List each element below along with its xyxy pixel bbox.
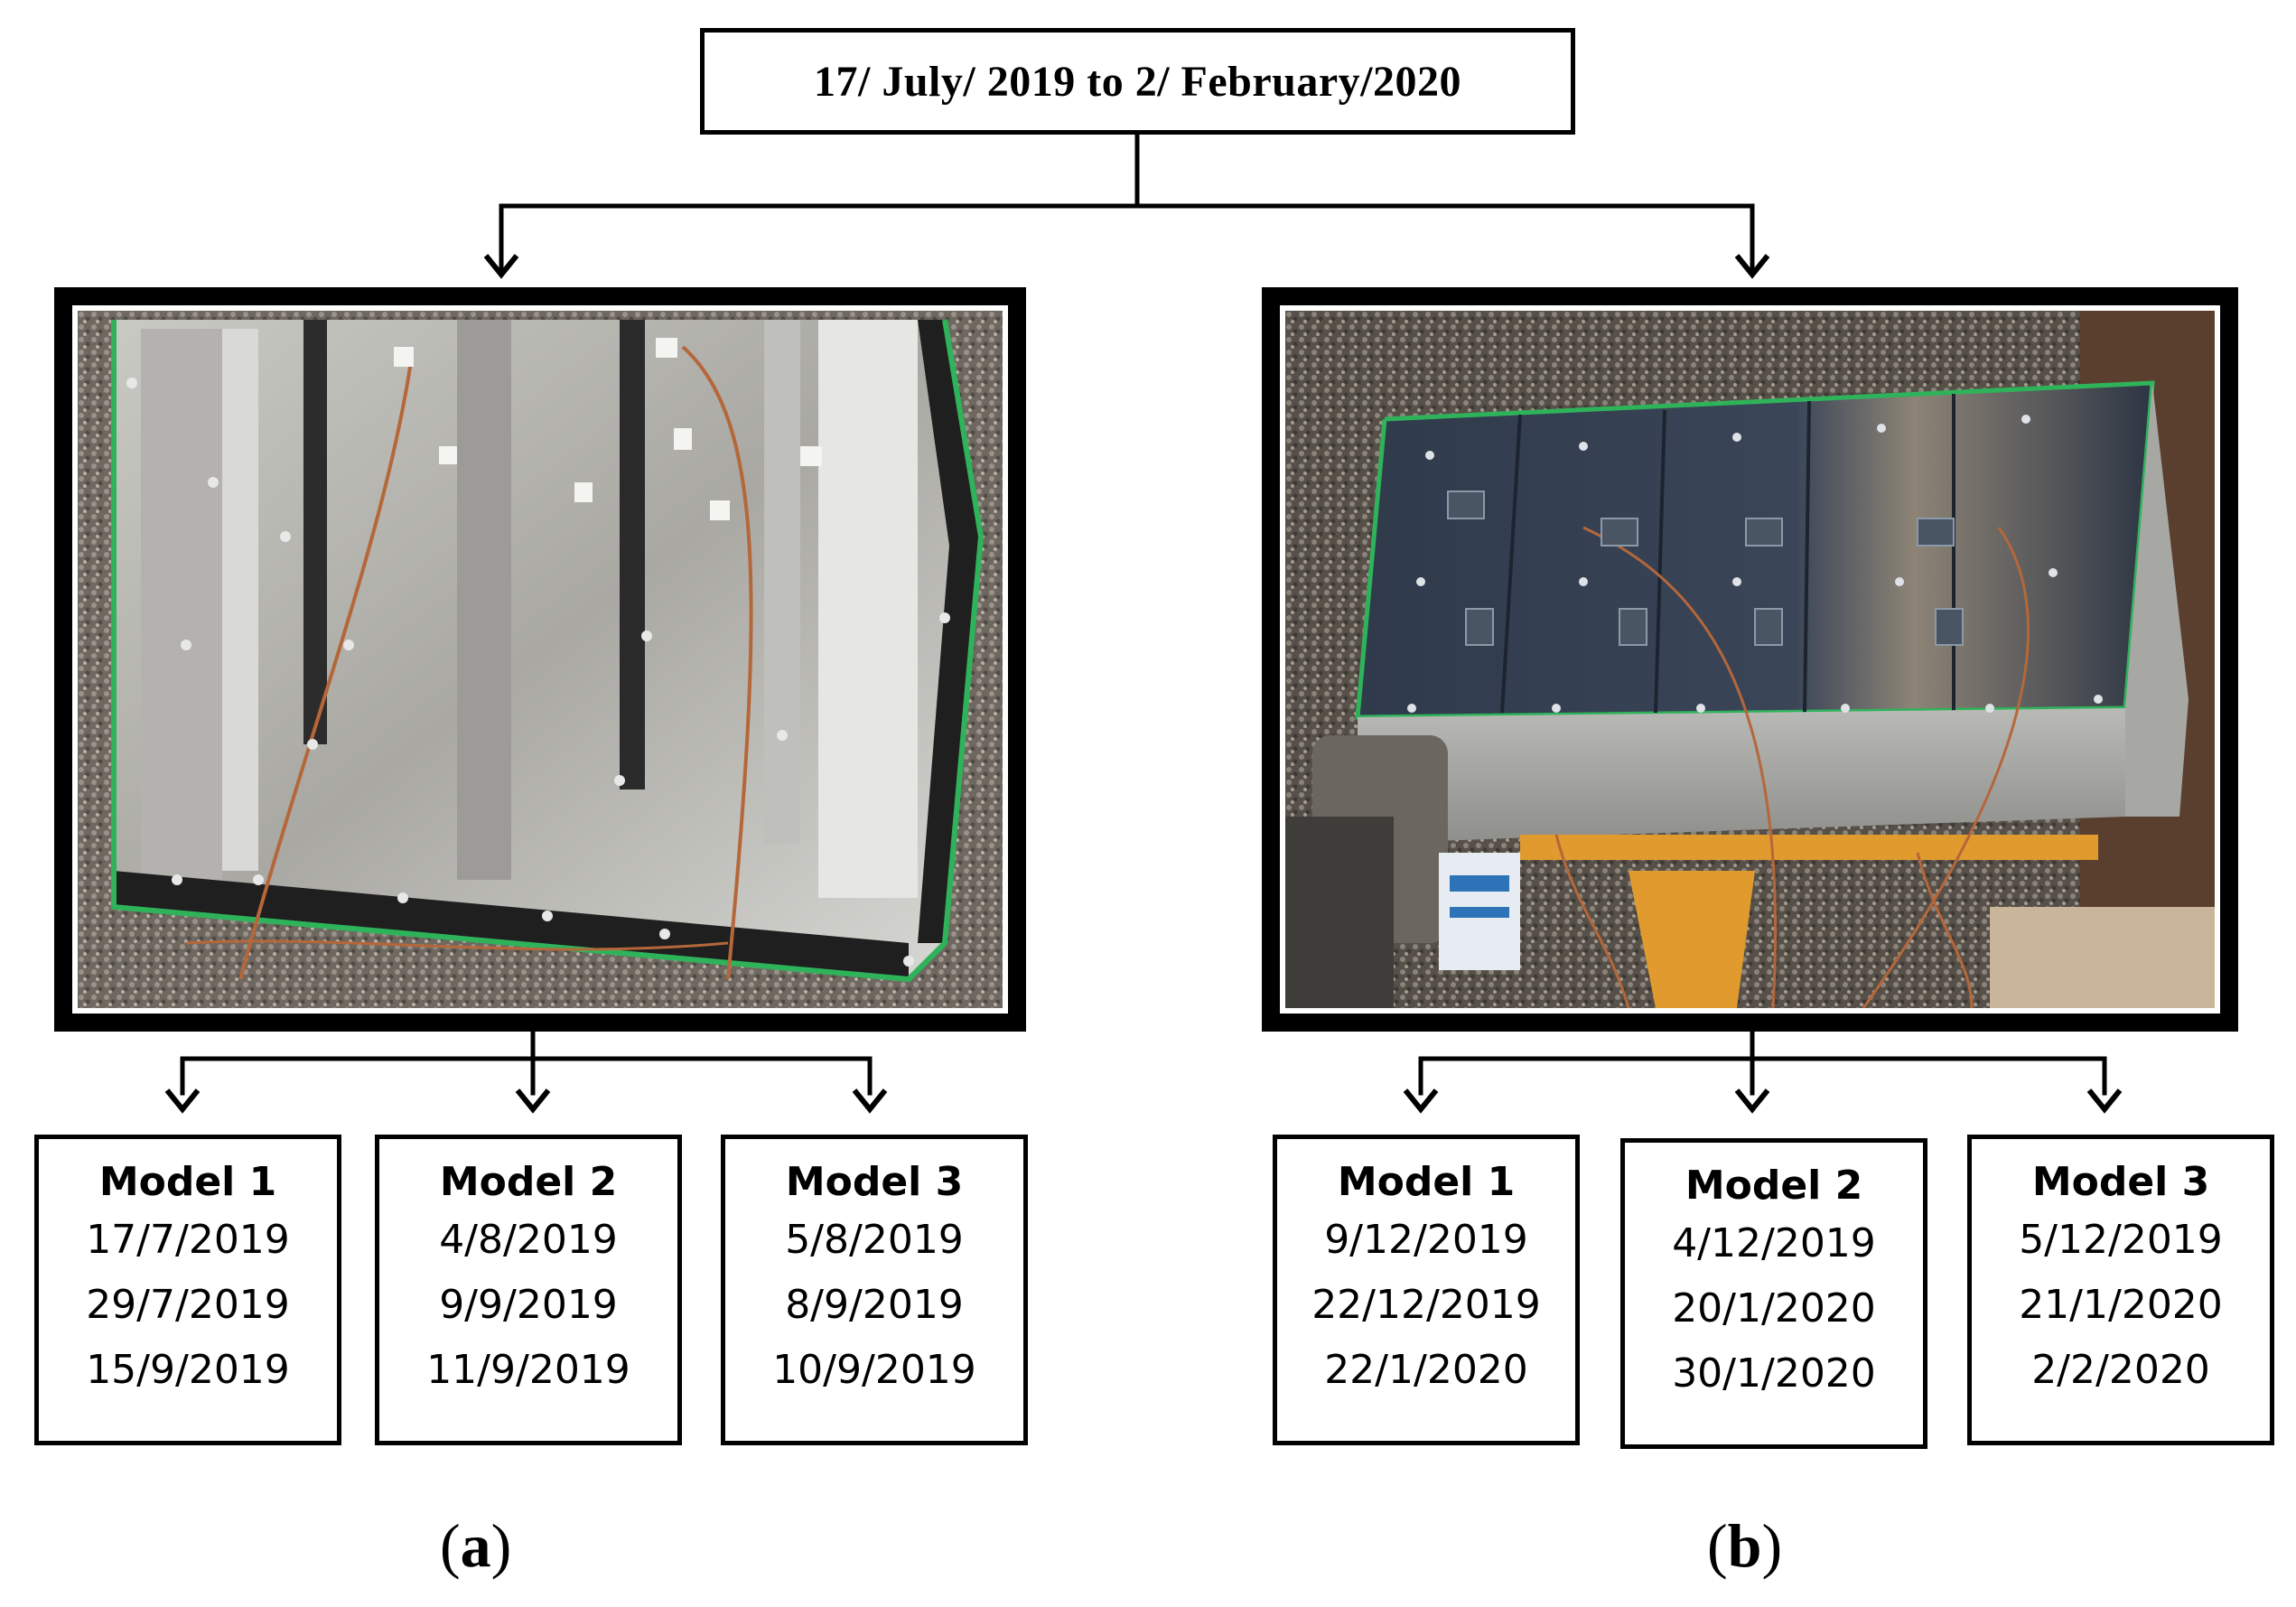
model-date: 30/1/2020 (1672, 1350, 1876, 1397)
arrow-left-m3 (852, 1088, 888, 1114)
model-name: Model 1 (1337, 1159, 1516, 1205)
model-name: Model 3 (2031, 1159, 2210, 1205)
caption-open-paren: ( (440, 1511, 461, 1580)
model-date: 4/12/2019 (1672, 1220, 1876, 1266)
model-date: 21/1/2020 (2019, 1282, 2223, 1328)
arrow-right-photo (1734, 254, 1770, 279)
caption-letter: a (460, 1511, 491, 1580)
arrow-right-m3 (2086, 1088, 2123, 1114)
solar-collector-a-image (78, 311, 1003, 1008)
model-date: 20/1/2020 (1672, 1285, 1876, 1331)
panel-b-model-3-box: Model 3 5/12/2019 21/1/2020 2/2/2020 (1967, 1135, 2274, 1445)
model-date: 11/9/2019 (426, 1347, 630, 1393)
solar-collector-b-image (1285, 311, 2215, 1008)
arrow-right-m1 (1403, 1088, 1439, 1114)
caption-close-paren: ) (490, 1511, 512, 1580)
model-name: Model 3 (785, 1159, 964, 1205)
panel-b-model-2-box: Model 2 4/12/2019 20/1/2020 30/1/2020 (1620, 1138, 1927, 1449)
model-date: 22/12/2019 (1311, 1282, 1541, 1328)
model-date: 2/2/2020 (2031, 1347, 2210, 1393)
caption-b: (b) (1707, 1510, 1782, 1582)
model-date: 15/9/2019 (86, 1347, 290, 1393)
model-date: 5/8/2019 (785, 1217, 964, 1263)
model-date: 17/7/2019 (86, 1217, 290, 1263)
photo-panel-a (54, 287, 1026, 1032)
arrow-left-m1 (164, 1088, 201, 1114)
model-name: Model 2 (1685, 1163, 1863, 1209)
caption-letter: b (1727, 1511, 1762, 1580)
model-date: 9/9/2019 (439, 1282, 618, 1328)
photo-a-image (72, 305, 1008, 1014)
caption-close-paren: ) (1761, 1511, 1783, 1580)
model-date: 5/12/2019 (2019, 1217, 2223, 1263)
panel-a-model-3-box: Model 3 5/8/2019 8/9/2019 10/9/2019 (721, 1135, 1028, 1445)
model-name: Model 1 (98, 1159, 277, 1205)
date-range-title: 17/ July/ 2019 to 2/ February/2020 (700, 28, 1575, 135)
arrow-left-m2 (515, 1088, 551, 1114)
model-date: 22/1/2020 (1324, 1347, 1528, 1393)
model-date: 29/7/2019 (86, 1282, 290, 1328)
panel-a-model-2-box: Model 2 4/8/2019 9/9/2019 11/9/2019 (375, 1135, 682, 1445)
arrow-left-photo (483, 254, 519, 279)
caption-open-paren: ( (1707, 1511, 1728, 1580)
panel-b-model-1-box: Model 1 9/12/2019 22/12/2019 22/1/2020 (1273, 1135, 1580, 1445)
model-date: 10/9/2019 (772, 1347, 976, 1393)
model-name: Model 2 (439, 1159, 618, 1205)
model-date: 4/8/2019 (439, 1217, 618, 1263)
panel-a-model-1-box: Model 1 17/7/2019 29/7/2019 15/9/2019 (34, 1135, 341, 1445)
photo-b-image (1280, 305, 2220, 1014)
arrow-right-m2 (1734, 1088, 1770, 1114)
caption-a: (a) (440, 1510, 511, 1582)
model-date: 8/9/2019 (785, 1282, 964, 1328)
model-date: 9/12/2019 (1324, 1217, 1528, 1263)
photo-panel-b (1262, 287, 2238, 1032)
